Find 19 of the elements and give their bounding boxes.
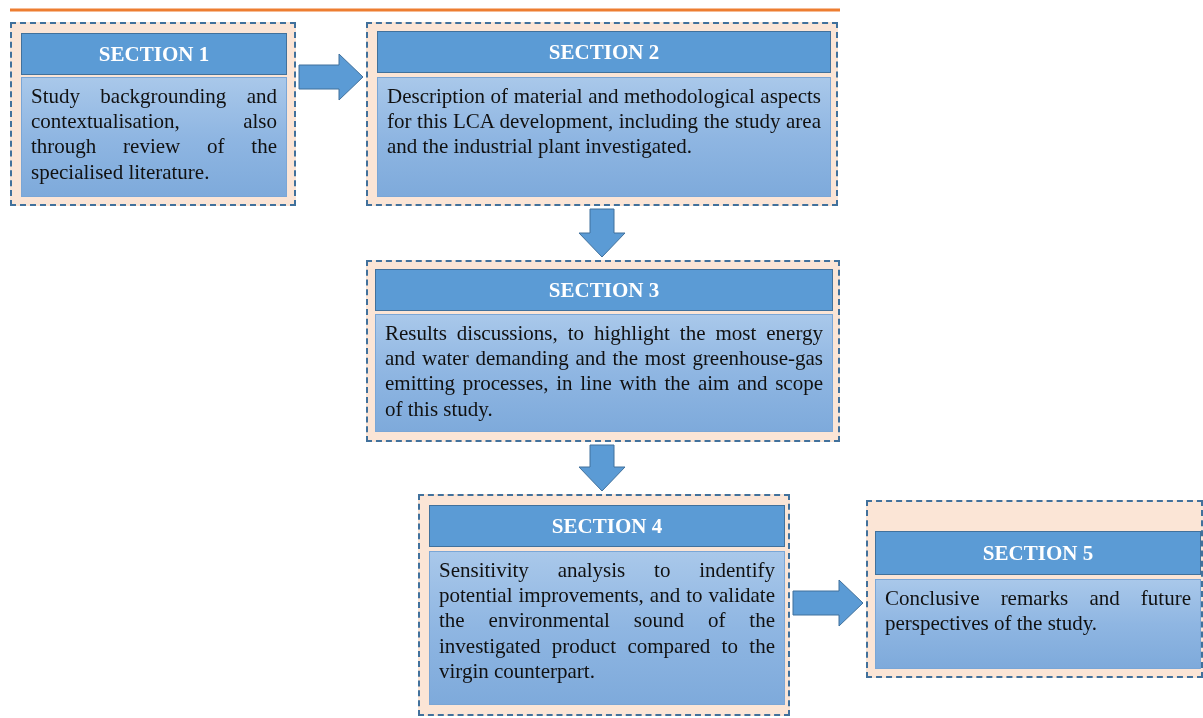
section-panel bbox=[866, 500, 1203, 678]
block-arrow bbox=[578, 208, 626, 258]
description-box: Study backgrounding and contextualisation, also through review of the specialised literature. bbox=[21, 77, 287, 197]
section-heading: SECTION 4 bbox=[429, 505, 785, 547]
section-heading: SECTION 1 bbox=[21, 33, 287, 75]
description-box: Sensitivity analysis to indentify potential improvements, and to validate the environmental sound of the investigated product compared to the virgin counterpart. bbox=[429, 551, 785, 705]
section-panel bbox=[10, 22, 296, 206]
section-heading: SECTION 3 bbox=[375, 269, 833, 311]
section-heading: SECTION 5 bbox=[875, 531, 1201, 575]
block-arrow bbox=[298, 53, 364, 101]
description-box: Description of material and methodological aspects for this LCA development, including the study area and the industrial plant investigated. bbox=[377, 77, 831, 197]
section-panel bbox=[418, 494, 790, 716]
section-heading: SECTION 2 bbox=[377, 31, 831, 73]
block-arrow bbox=[578, 444, 626, 492]
description-box: Conclusive remarks and future perspectives of the study. bbox=[875, 579, 1201, 669]
section-panel bbox=[366, 22, 838, 206]
section-panel bbox=[366, 260, 840, 442]
description-box: Results discussions, to highlight the most energy and water demanding and the most greenhouse-gas emitting processes, in line with the aim and scope of this study. bbox=[375, 314, 833, 432]
block-arrow bbox=[792, 579, 864, 627]
